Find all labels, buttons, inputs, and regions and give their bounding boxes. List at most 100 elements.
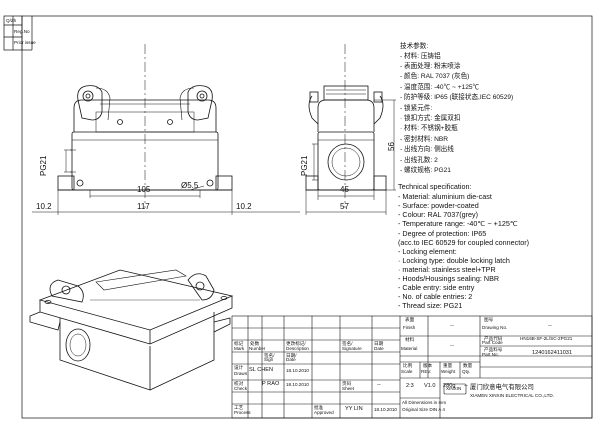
- dim-side-56: 56: [387, 142, 396, 151]
- dims-note-1: All Dimensions in mm: [402, 400, 447, 405]
- drawing-no-en: Drawing No.: [482, 325, 508, 330]
- spec-line: - Colour: RAL 7037(grey): [398, 210, 479, 220]
- mark-en: Mark: [234, 346, 245, 351]
- spec-cn-block: 技术参数: - 材料: 压铸铝 - 表面处理: 粉末喷涂 - 颜色: RAL 703…: [400, 43, 514, 179]
- dims-note-2: Original Size DIN A 4: [402, 407, 445, 412]
- material-cn: 材料: [405, 337, 415, 342]
- sheet-en: Sheet: [342, 386, 355, 391]
- check-en: Check: [234, 386, 248, 391]
- dim-front-pg: PG21: [39, 155, 48, 176]
- approved-date: 18.10.2010: [374, 407, 397, 412]
- title-block-grid: [231, 315, 593, 419]
- spec-line: · 材料: 不锈钢+胶瓶: [400, 125, 458, 133]
- qty-cn: 数量: [463, 363, 473, 368]
- sheet-cn: 页码: [342, 381, 352, 386]
- rev-val: V1.0: [424, 383, 436, 389]
- scale-val: 2:3: [406, 383, 414, 389]
- drawn-cn: 设计: [234, 365, 244, 370]
- spec-line: - 螺纹规格: PG21: [400, 166, 451, 174]
- spec-line: - 密封材料: NBR: [400, 135, 448, 143]
- finish-val: --: [450, 323, 454, 329]
- drawn-date: 18.10.2010: [286, 368, 309, 373]
- scale-en: Scale: [401, 369, 413, 374]
- spec-en-title: Technical specification:: [398, 182, 472, 191]
- drawn-en: Drawn: [234, 371, 248, 376]
- spec-line: (acc.to IEC 60529 for coupled connector): [398, 237, 530, 247]
- part-no-val: 1240162411031: [532, 350, 573, 356]
- dim-front-hole: Ø5.5: [181, 181, 199, 190]
- qty-val: --: [464, 383, 468, 389]
- spec-line: - 表面处理: 粉末喷涂: [400, 62, 461, 70]
- part-code-val: HN16B-SF-2L/SC-2PG21: [520, 336, 573, 341]
- signature-en: Signature: [342, 346, 362, 351]
- spec-cn-title: 技术参数:: [400, 43, 429, 50]
- rev-en: REV.: [421, 369, 432, 374]
- spec-line: - Locking element:: [398, 246, 457, 256]
- side-strip-cell1: Q/Zh: [6, 18, 17, 23]
- material-en: Material: [401, 346, 418, 351]
- spec-line: - Degree of protection: IP65: [398, 228, 487, 238]
- spec-line: - Surface: powder-coated: [398, 201, 479, 211]
- spec-line: - Temperature range: -40℃ ~ +125℃: [398, 219, 518, 229]
- spec-line: · Locking type: double locking latch: [398, 255, 510, 265]
- spec-line: - Material: aluminium die-cast: [398, 192, 492, 202]
- sign-en: Sign: [264, 357, 274, 362]
- desc-en: Description: [286, 346, 309, 351]
- part-no-cn: 产品料号: [484, 347, 503, 352]
- spec-line: - 防护等级: IP65 (联接状态,IEC 60529): [400, 94, 514, 102]
- dim-front-offset: 10.2: [36, 202, 52, 211]
- sign-cn: 签名/: [264, 353, 275, 358]
- sheet-val: --: [377, 382, 381, 388]
- dim-side-57: 57: [340, 202, 349, 211]
- date2-cn: 日期/: [286, 353, 297, 358]
- weight-cn: 重量: [443, 363, 453, 368]
- spec-line: - 温度范围: -40℃ ~ +125℃: [400, 83, 480, 91]
- approved-cn: 批准: [314, 405, 324, 410]
- material-val: --: [450, 343, 454, 349]
- date-en: Date: [374, 346, 384, 351]
- number-cn: 处数: [250, 341, 260, 346]
- front-view: [57, 44, 233, 208]
- drawing-no-cn: 图号: [484, 317, 494, 322]
- spec-line: - Thread size: PG21: [398, 301, 463, 311]
- part-no-en: Part No.: [482, 352, 499, 357]
- drawing-no-val: --: [548, 323, 552, 329]
- dim-side-offset: 10.2: [236, 202, 252, 211]
- part-code-en: Part Code: [482, 340, 503, 345]
- spec-line: - 出线孔数: 2: [400, 156, 438, 164]
- finish-cn: 表面: [405, 317, 415, 322]
- spec-line: - 锁紧元件:: [400, 104, 433, 112]
- process-en: Process: [234, 410, 251, 415]
- company-logo: XINXIN: [446, 386, 462, 391]
- process-cn: 工艺: [234, 405, 244, 410]
- mark-cn: 标记: [234, 341, 244, 346]
- spec-line: - 出线方向: 侧出线: [400, 146, 454, 154]
- spec-line: · 锁扣方式: 金属双扣: [400, 114, 461, 122]
- qty-en: Qty.: [462, 369, 471, 374]
- scale-cn: 比例: [403, 363, 413, 368]
- rev-cn: 版本: [423, 363, 433, 368]
- spec-line: - No. of cable entries: 2: [398, 292, 473, 302]
- side-strip-cell3: Prior issue: [14, 40, 36, 45]
- side-strip-cell2: Reg.No: [14, 29, 30, 34]
- side-dimensions: [232, 99, 396, 215]
- weight-en: Weight: [441, 369, 456, 374]
- check-name: P RAO: [262, 381, 280, 387]
- part-code-cn: 产品代码: [484, 336, 503, 341]
- company-en: XIAMEN XINXIN ELECTRICAL CO.,LTD.: [470, 393, 554, 398]
- spec-line: - 材料: 压铸铝: [400, 52, 441, 60]
- finish-en: Finish: [403, 325, 416, 330]
- dim-side-pg: PG21: [300, 155, 309, 176]
- date2-en: Date: [286, 357, 296, 362]
- company-cn: 厦门欣意电气有限公司: [470, 384, 534, 391]
- isometric-view: [29, 269, 234, 391]
- spec-line: - Hoods/Housings sealing: NBR: [398, 274, 500, 284]
- approved-name: YY LIN: [345, 406, 363, 412]
- check-date: 18.10.2010: [286, 382, 309, 387]
- check-cn: 校对: [234, 381, 244, 386]
- spec-line: - 颜色: RAL 7037 (灰色): [400, 73, 470, 81]
- spec-cn-lines: - 材料: 压铸铝 - 表面处理: 粉末喷涂 - 颜色: RAL 7037 (灰色)…: [400, 52, 514, 179]
- spec-en-block: Technical specification: - Material: alu…: [398, 183, 529, 311]
- desc-cn: 更改标记/: [286, 341, 306, 346]
